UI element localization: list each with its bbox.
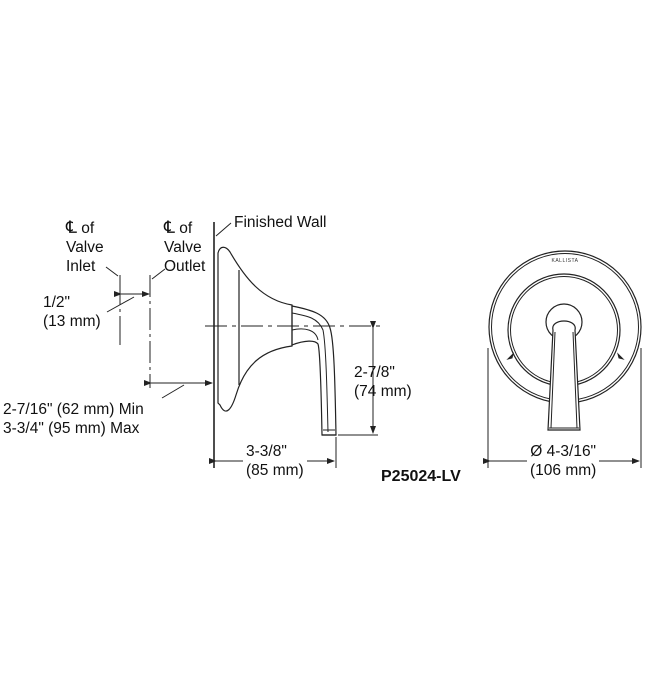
cl-inlet-label: ℄ of Valve Inlet [66,218,104,275]
centerline-symbol: ℄ [66,218,77,237]
side-view [105,222,380,468]
diameter-dimension: Ø 4-3/16" (106 mm) [527,442,600,480]
centerline-symbol: ℄ [164,218,175,237]
escutcheon-profile [217,246,293,412]
handle-lever [291,305,337,436]
cl-outlet-label: ℄ of Valve Outlet [164,218,206,275]
handle-drop-dimension: 2-7/8" (74 mm) [354,364,412,400]
brand-mark: KALLISTA [552,258,579,264]
finished-wall-label: Finished Wall [234,214,327,231]
offset-dimension: 1/2" (13 mm) [43,294,101,330]
model-number: P25024-LV [381,468,461,485]
wall-depth-dimension: 2-7/16" (62 mm) Min 3-3/4" (95 mm) Max [3,401,144,437]
front-view [483,250,642,468]
front-handle [547,320,581,431]
projection-dimension: 3-3/8" (85 mm) [243,442,307,480]
